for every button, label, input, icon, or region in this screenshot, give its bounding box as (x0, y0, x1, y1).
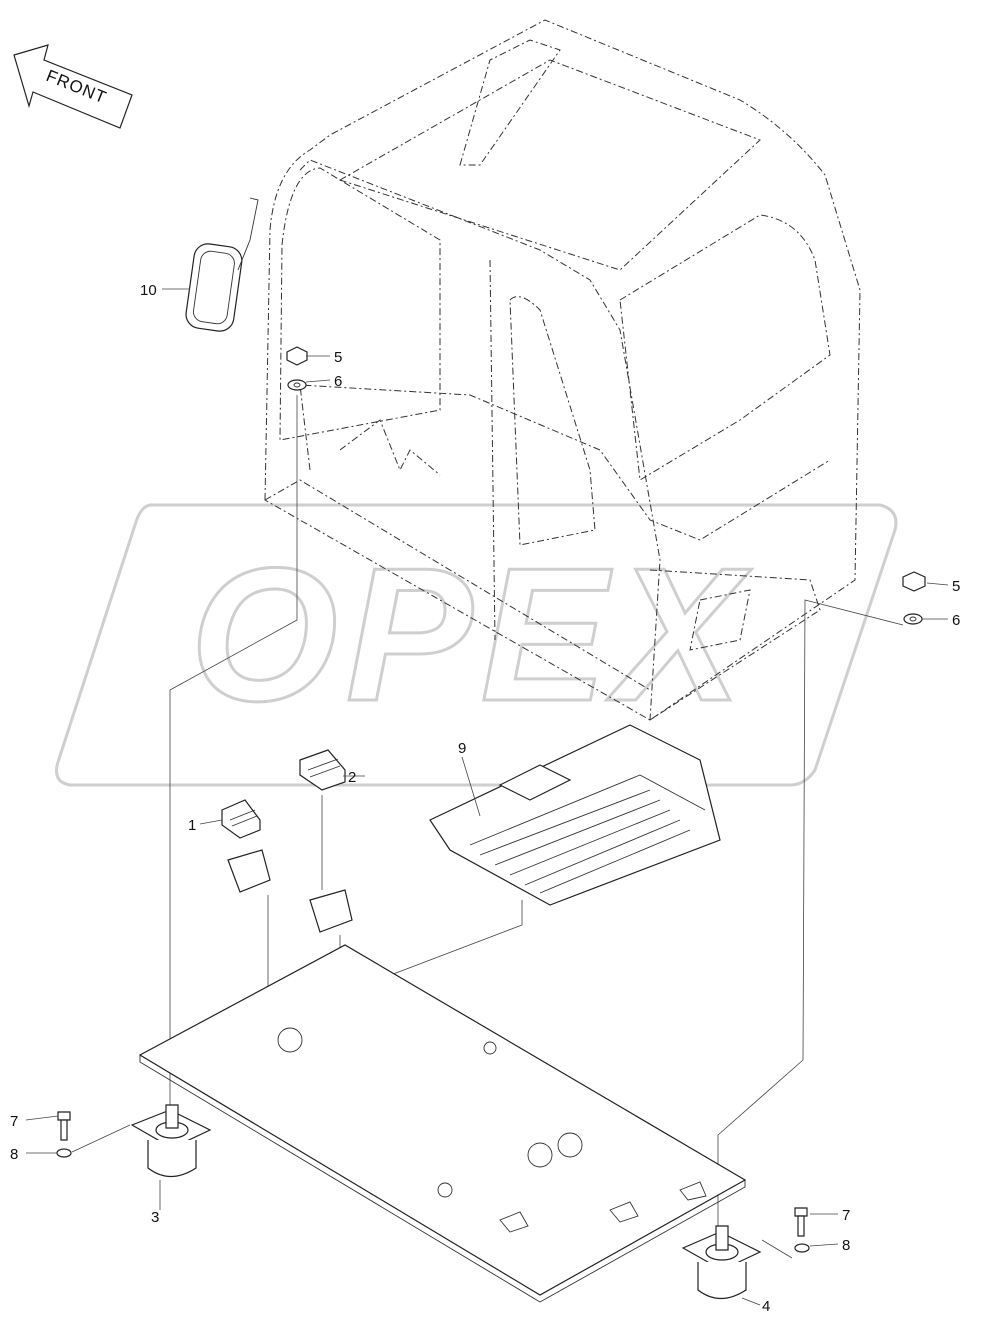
cab-body (264, 19, 861, 721)
watermark-logo: OPEX (55, 503, 898, 787)
floor-mat-part-9 (324, 724, 721, 1070)
callout-leaders (25, 288, 949, 1306)
callout-8-right: 8 (842, 1237, 850, 1254)
callout-5-left: 5 (334, 349, 342, 366)
callout-2: 2 (348, 769, 356, 786)
callout-9: 9 (458, 740, 466, 757)
bolt-washer-left (56, 1111, 131, 1158)
callout-5-right: 5 (952, 578, 960, 595)
callout-4: 4 (762, 1298, 770, 1315)
callout-7-left: 7 (10, 1113, 18, 1130)
mount-part-4 (681, 1225, 762, 1300)
callout-labels: 10 5 6 5 6 9 2 1 7 8 3 7 8 4 (10, 282, 960, 1315)
floor-plate (138, 944, 747, 1303)
callout-10: 10 (140, 282, 157, 299)
callout-3: 3 (151, 1209, 159, 1226)
callout-7-right: 7 (842, 1207, 850, 1224)
pedal-part-1 (221, 799, 271, 1060)
mirror-part-10 (185, 197, 259, 332)
callout-1: 1 (188, 817, 196, 834)
pedal-part-2 (299, 749, 353, 1025)
callout-8-left: 8 (10, 1146, 18, 1163)
mount-part-3 (130, 1104, 212, 1178)
bolt-washer-right (761, 1207, 810, 1259)
callout-6-right: 6 (952, 612, 960, 629)
nut-washer-left (169, 346, 308, 1115)
watermark-text: OPEX (190, 529, 752, 741)
callout-6-left: 6 (334, 373, 342, 390)
front-direction-arrow: FRONT (13, 44, 133, 129)
